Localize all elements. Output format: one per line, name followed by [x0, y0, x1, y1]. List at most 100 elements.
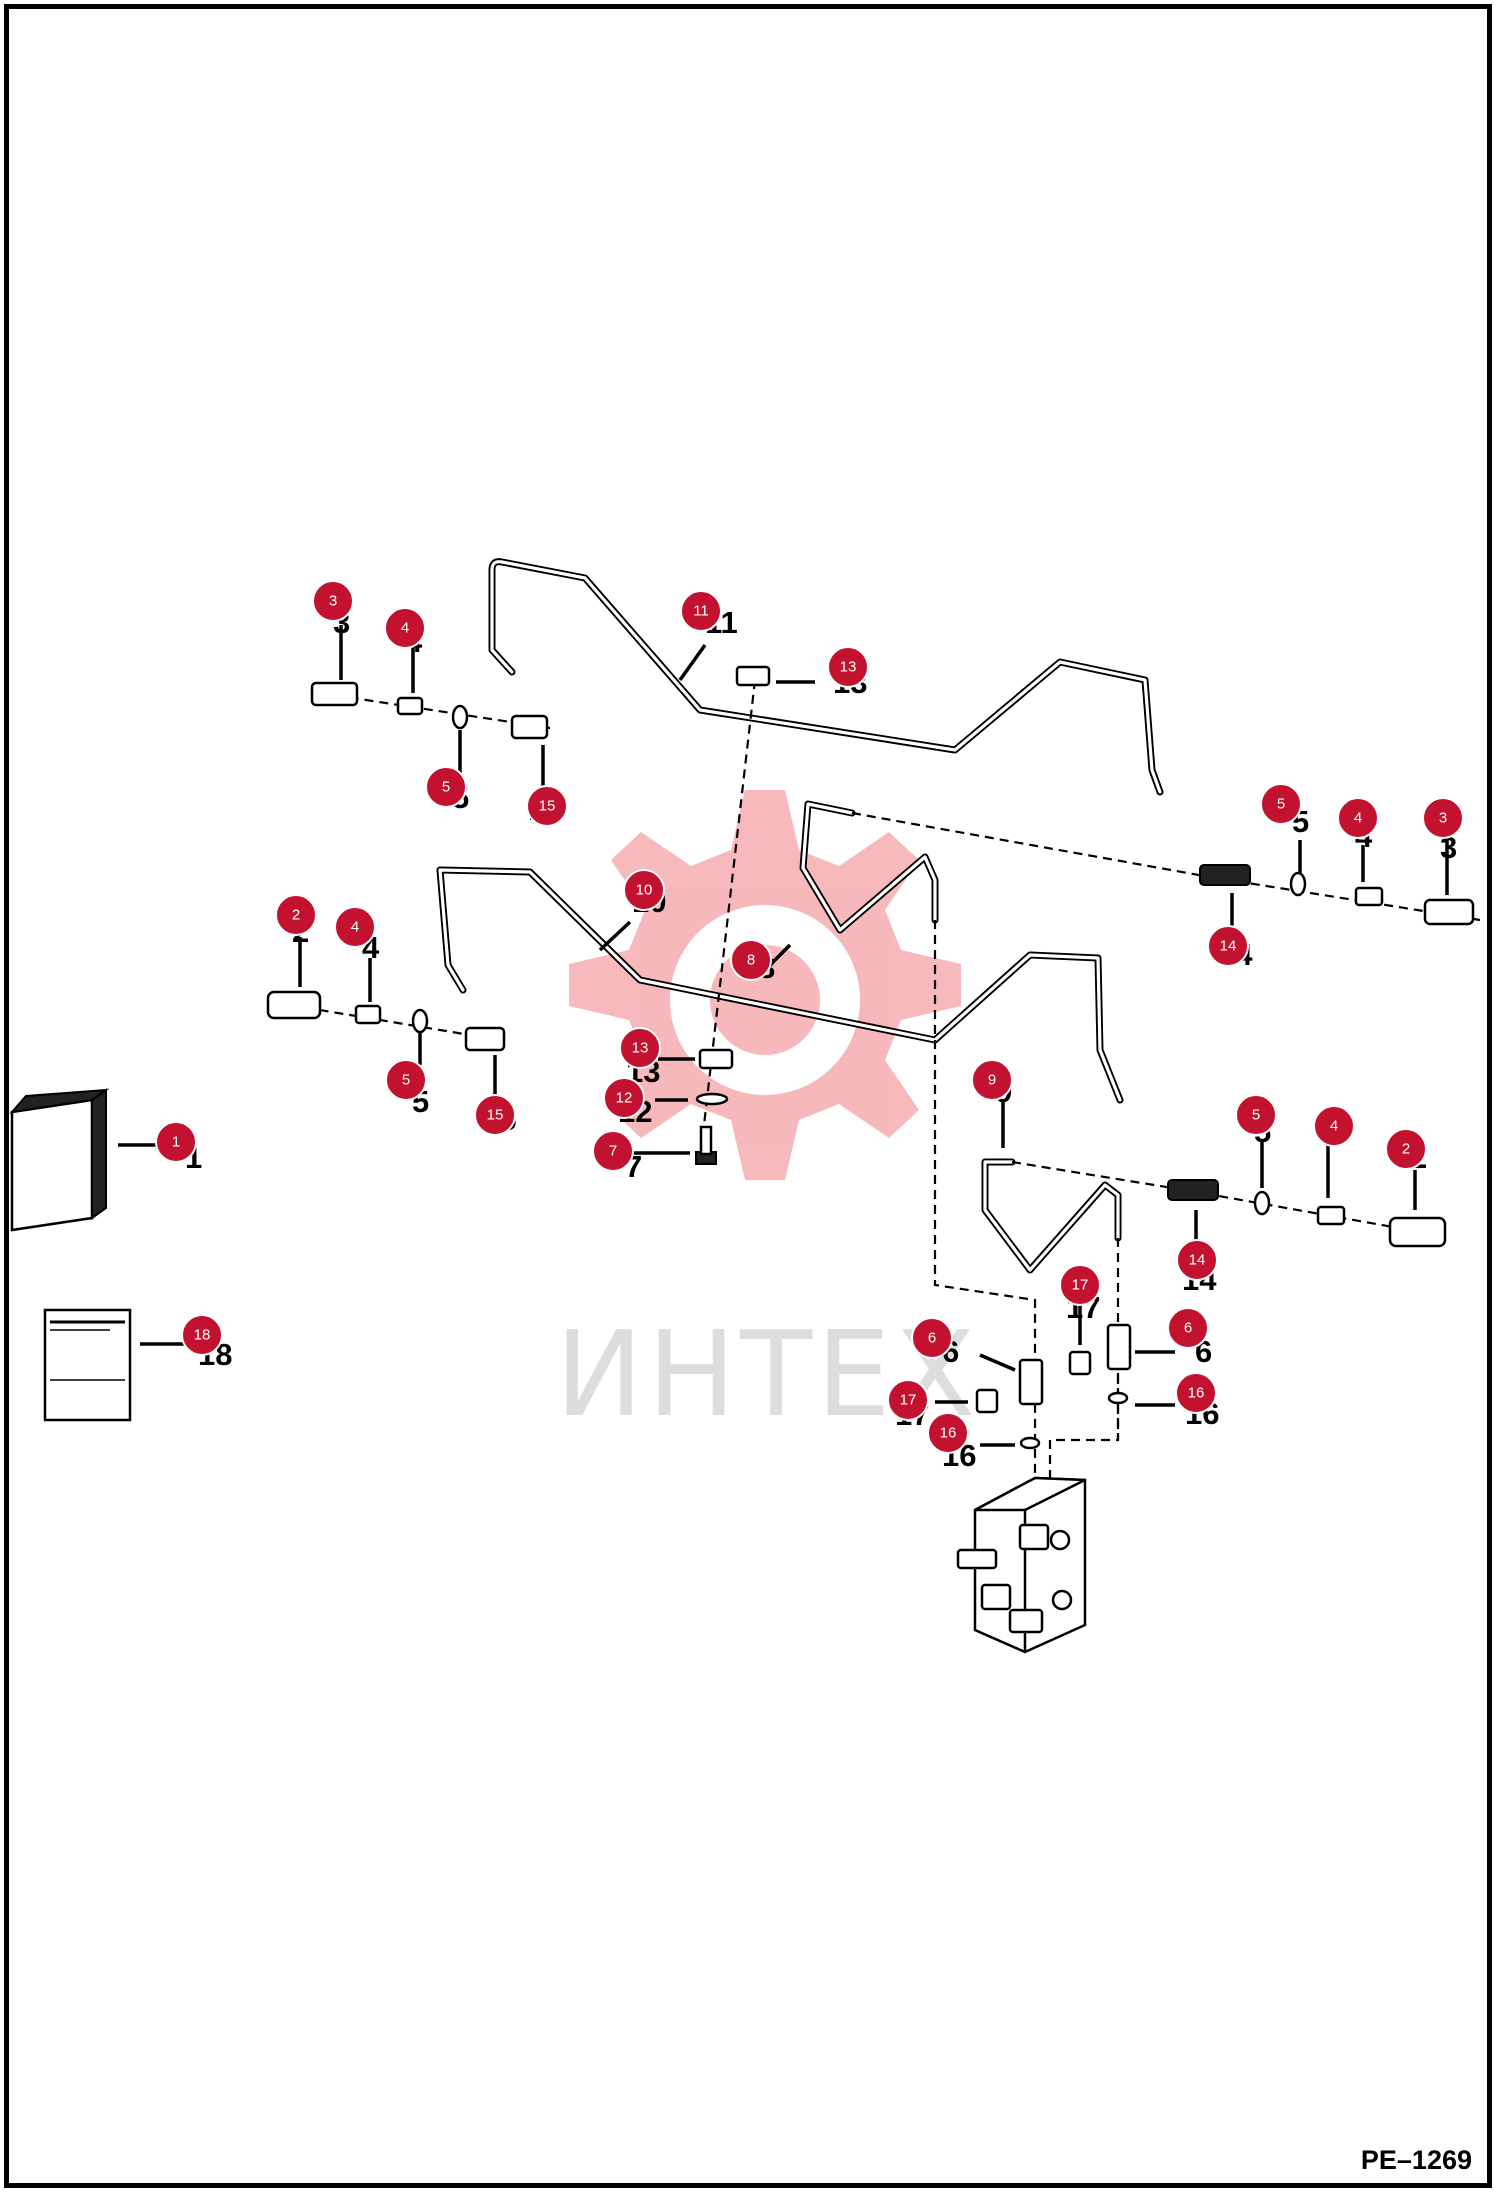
document-code: PE–1269	[1360, 2145, 1472, 2175]
svg-text:5: 5	[1252, 1107, 1260, 1124]
callout-badge-5: 5	[1260, 783, 1302, 825]
part-6-fitting-left	[1018, 1358, 1044, 1406]
callout-badge-14: 14	[1176, 1239, 1218, 1281]
callout-badge-8: 8	[730, 939, 772, 981]
part-4-adapter-right-lower	[1316, 1205, 1346, 1226]
svg-text:13: 13	[840, 659, 857, 676]
callout-badge-3: 3	[312, 580, 354, 622]
svg-text:3: 3	[329, 593, 337, 610]
part-13-clamp-upper	[735, 665, 771, 687]
callout-badge-4: 4	[1337, 797, 1379, 839]
part-7-bolt	[695, 1125, 717, 1165]
part-14-tee-right-upper	[1199, 864, 1251, 886]
svg-text:9: 9	[988, 1072, 996, 1089]
part-18-decal-sheet	[43, 1308, 132, 1422]
part-16-oring-right	[1107, 1391, 1129, 1405]
watermark-gear-logo	[569, 790, 961, 1180]
svg-text:10: 10	[636, 882, 653, 899]
svg-text:11: 11	[693, 603, 709, 620]
callout-badge-16: 16	[927, 1412, 969, 1454]
callout-badge-17: 17	[1059, 1264, 1101, 1306]
svg-text:12: 12	[616, 1090, 633, 1107]
part-14-tee-right-lower	[1167, 1179, 1219, 1201]
svg-text:8: 8	[747, 952, 755, 969]
svg-text:3: 3	[1439, 810, 1447, 827]
callout-badge-12: 12	[603, 1077, 645, 1119]
svg-text:5: 5	[1277, 796, 1285, 813]
svg-text:4: 4	[1330, 1118, 1338, 1135]
part-1-manual-box	[9, 1088, 110, 1232]
callout-badge-9: 9	[971, 1059, 1013, 1101]
part-4-adapter-left-lower	[354, 1004, 382, 1025]
callout-badge-4: 4	[384, 607, 426, 649]
callout-badge-7: 7	[592, 1130, 634, 1172]
svg-text:6: 6	[928, 1330, 936, 1347]
svg-text:5: 5	[402, 1072, 410, 1089]
part-2-coupler-left	[266, 990, 322, 1020]
svg-text:14: 14	[1189, 1252, 1206, 1269]
callout-badge-6: 6	[1167, 1307, 1209, 1349]
svg-text:15: 15	[539, 798, 556, 815]
svg-text:16: 16	[940, 1425, 957, 1442]
svg-text:4: 4	[1354, 810, 1362, 827]
callout-badge-6: 6	[911, 1317, 953, 1359]
part-17-cap-left	[975, 1388, 999, 1414]
svg-text:14: 14	[1220, 938, 1237, 955]
tube-9	[981, 1158, 1122, 1274]
svg-text:18: 18	[194, 1327, 211, 1344]
svg-text:5: 5	[442, 779, 450, 796]
tube-8	[799, 800, 939, 934]
callout-badge-15: 15	[474, 1094, 516, 1136]
callout-badge-2: 2	[275, 894, 317, 936]
svg-text:4: 4	[401, 620, 409, 637]
callout-badge-15: 15	[526, 785, 568, 827]
part-15-elbow-left-lower	[464, 1026, 506, 1052]
tube-10	[436, 866, 1124, 1104]
svg-text:6: 6	[1184, 1320, 1192, 1337]
callout-badge-4: 4	[1313, 1105, 1355, 1147]
callout-badge-13: 13	[619, 1027, 661, 1069]
part-5-seal-right-upper	[1289, 871, 1307, 897]
callout-badge-4: 4	[334, 906, 376, 948]
callout-badge-3: 3	[1422, 797, 1464, 839]
svg-text:15: 15	[487, 1107, 504, 1124]
callout-badge-1: 1	[155, 1121, 197, 1163]
valve-block	[956, 1476, 1087, 1654]
callout-badge-16: 16	[1175, 1372, 1217, 1414]
callout-badge-13: 13	[827, 646, 869, 688]
callout-badge-18: 18	[181, 1314, 223, 1356]
callout-badge-5: 5	[425, 766, 467, 808]
tube-11	[488, 558, 1164, 796]
svg-text:16: 16	[1188, 1385, 1205, 1402]
part-4-adapter-left-upper	[396, 696, 424, 716]
part-6-fitting-right	[1106, 1323, 1132, 1371]
callout-badges: 3 4 5 15 11 13 5 4 3 14 10 8 2 4 5 15 13…	[155, 580, 1464, 1454]
svg-text:2: 2	[1402, 1141, 1410, 1158]
callout-badge-2: 2	[1385, 1128, 1427, 1170]
part-16-oring-left	[1019, 1436, 1041, 1450]
part-15-elbow-left-upper	[510, 714, 549, 740]
part-2-coupler-right	[1388, 1216, 1447, 1248]
svg-text:17: 17	[900, 1392, 917, 1409]
part-5-seal-right-lower	[1253, 1190, 1271, 1216]
svg-text:13: 13	[632, 1040, 649, 1057]
part-12-washer	[695, 1092, 729, 1106]
svg-text:7: 7	[609, 1143, 617, 1160]
callout-badge-17: 17	[887, 1379, 929, 1421]
svg-text:1: 1	[172, 1134, 180, 1151]
part-13-clamp-lower	[698, 1048, 734, 1070]
leader-lines	[118, 625, 1449, 1447]
callout-badge-14: 14	[1207, 925, 1249, 967]
part-17-cap-right	[1068, 1350, 1092, 1376]
callout-badge-10: 10	[623, 869, 665, 911]
diagram-frame	[4, 4, 1492, 2188]
callout-badge-5: 5	[1235, 1094, 1277, 1136]
part-5-seal-left-lower	[411, 1008, 429, 1034]
part-5-seal-left-upper	[451, 704, 469, 730]
part-3-coupler-right	[1423, 898, 1475, 926]
callout-badge-5: 5	[385, 1059, 427, 1101]
svg-text:4: 4	[351, 919, 359, 936]
svg-text:17: 17	[1072, 1277, 1089, 1294]
part-3-coupler-left	[310, 681, 359, 707]
